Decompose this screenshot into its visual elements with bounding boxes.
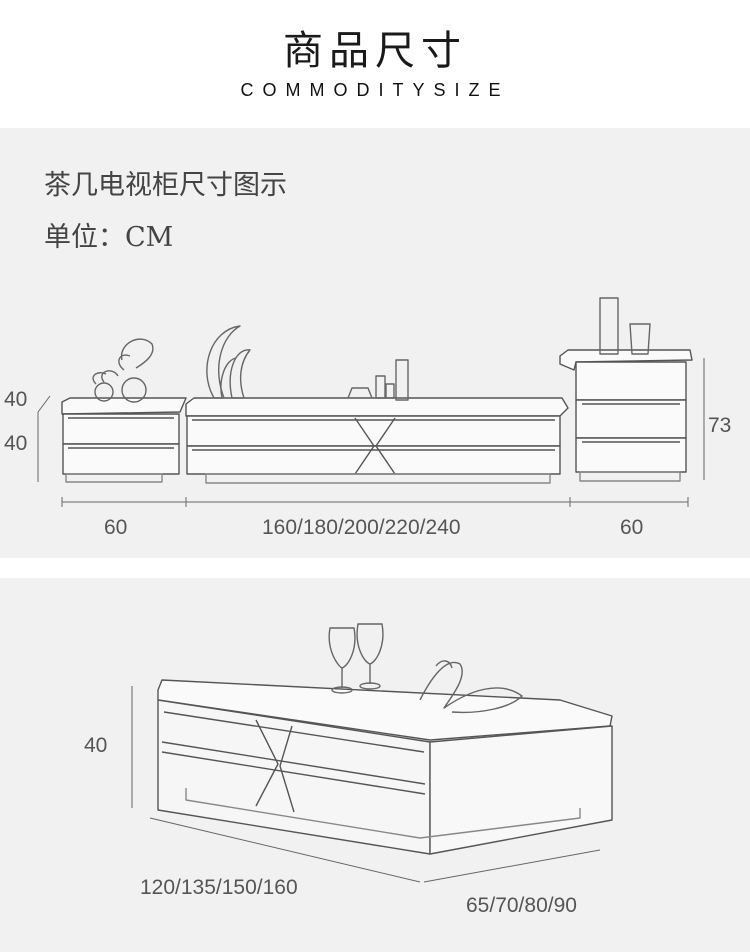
page-subtitle: COMMODITYSIZE [240,80,510,100]
dim-table-depth: 65/70/80/90 [466,894,577,917]
right-tall-cabinet [559,349,693,482]
unit-label: 单位：CM [44,215,173,254]
dim-side-top-height: 40 [4,388,28,411]
dim-center-width: 160/180/200/220/240 [262,516,461,539]
dim-table-height: 40 [84,734,108,757]
unit-prefix: 单位： [44,222,125,253]
wine-glass-decoration [328,623,384,694]
dim-table-length: 120/135/150/160 [140,876,298,899]
dim-left-width: 60 [104,516,128,539]
cup-decoration [599,297,651,355]
tv-cabinet-panel [0,128,750,558]
dimension-lines [37,358,705,883]
left-side-cabinet [61,397,187,483]
dim-tall-height: 73 [708,414,732,437]
sculpture-decoration [419,660,523,714]
center-tv-cabinet [185,397,569,484]
vase-decoration [92,338,154,403]
bottle-decoration [347,359,409,401]
unit-value: CM [125,222,174,253]
section-title: 茶几电视柜尺寸图示 [44,170,287,201]
dim-right-width: 60 [620,516,644,539]
horn-sculpture [206,325,251,399]
header: 商品尺寸 COMMODITYSIZE [0,0,750,128]
coffee-table [157,679,613,855]
page-title: 商品尺寸 [283,28,467,74]
dim-side-body-height: 40 [4,432,28,455]
